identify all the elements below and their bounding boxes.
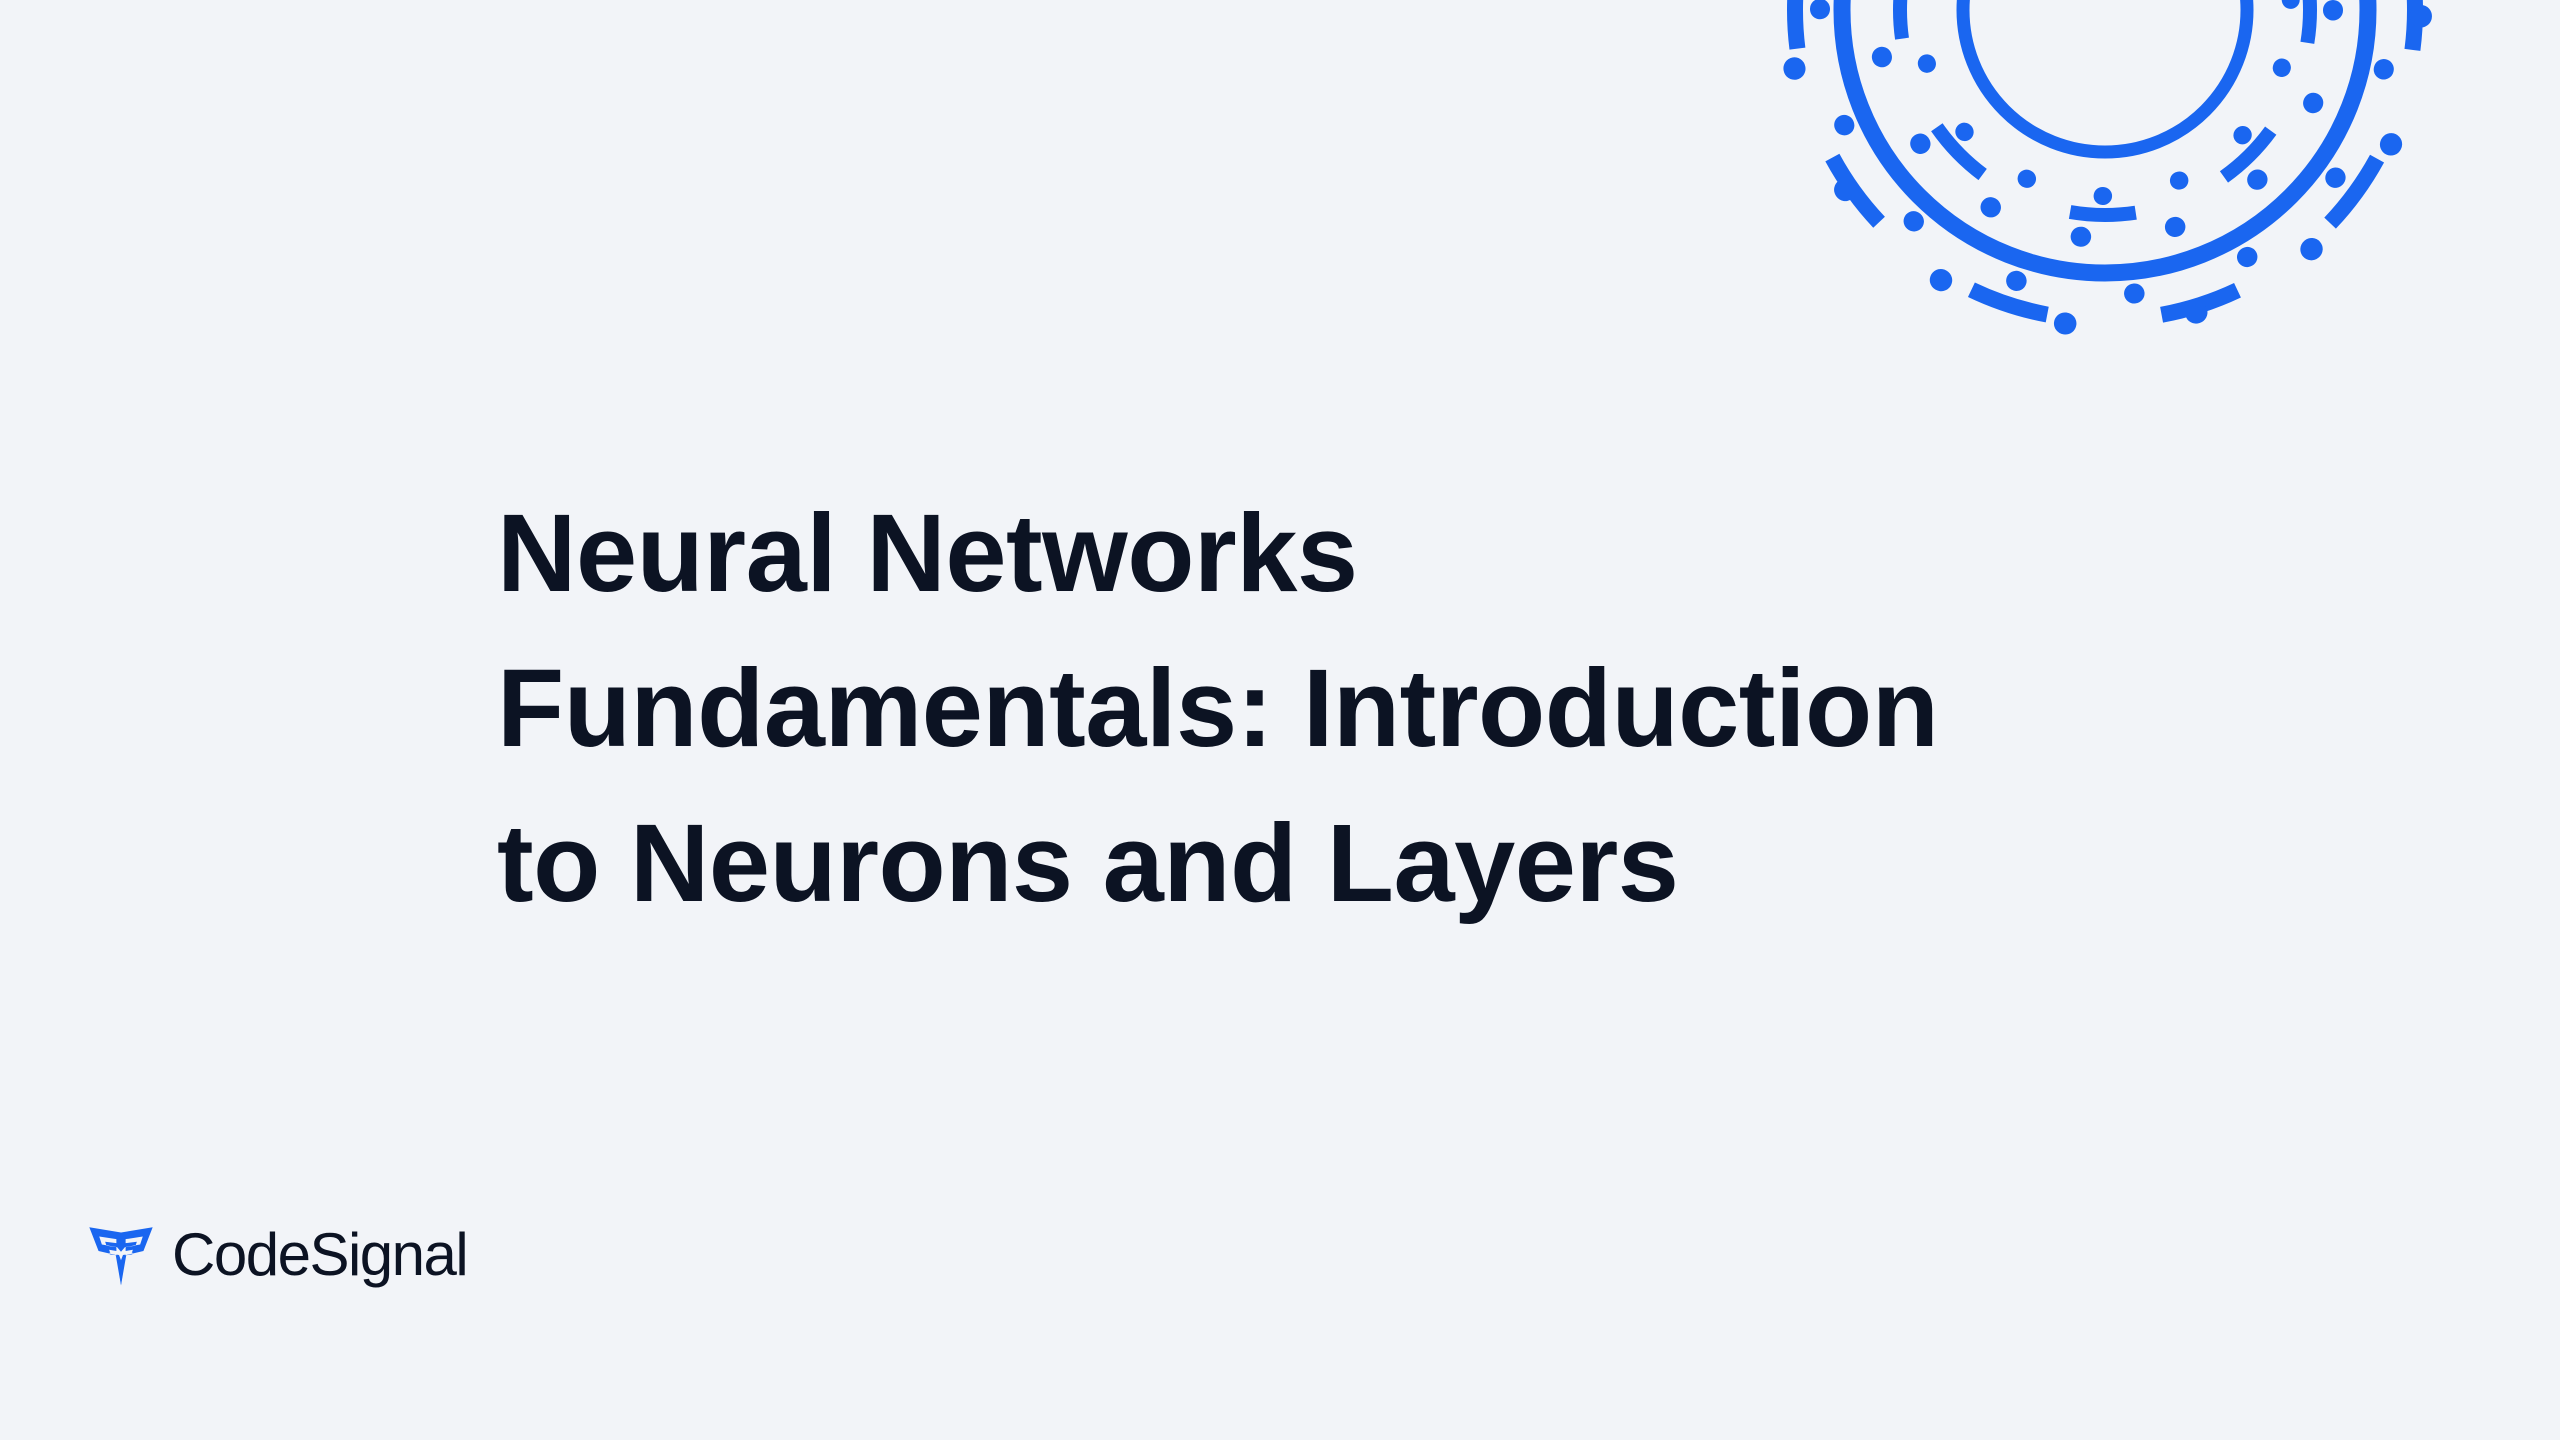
ring-dashed-1 <box>1893 0 2317 222</box>
ring-dotted-1 <box>1910 0 2300 205</box>
ring-dotted-3 <box>1810 0 2400 305</box>
title-line-2: Fundamentals: Introduction <box>497 647 1939 770</box>
codesignal-logo: CodeSignal <box>88 1221 469 1288</box>
concentric-rings-ornament <box>1755 0 2455 360</box>
title-line-1: Neural Networks <box>497 492 1358 615</box>
ring-dashed-2 <box>1787 0 2423 328</box>
ring-dotted-2 <box>1867 0 2343 248</box>
title-line-3: to Neurons and Layers <box>497 802 1679 925</box>
codesignal-wordmark: CodeSignal <box>172 1221 469 1288</box>
ring-solid-outer <box>1833 0 2377 282</box>
ring-dotted-4 <box>1778 0 2432 337</box>
codesignal-chevron-mark-icon <box>88 1222 154 1288</box>
ring-solid-inner <box>1956 0 2254 159</box>
page-title: Neural Networks Fundamentals: Introducti… <box>497 476 2057 941</box>
